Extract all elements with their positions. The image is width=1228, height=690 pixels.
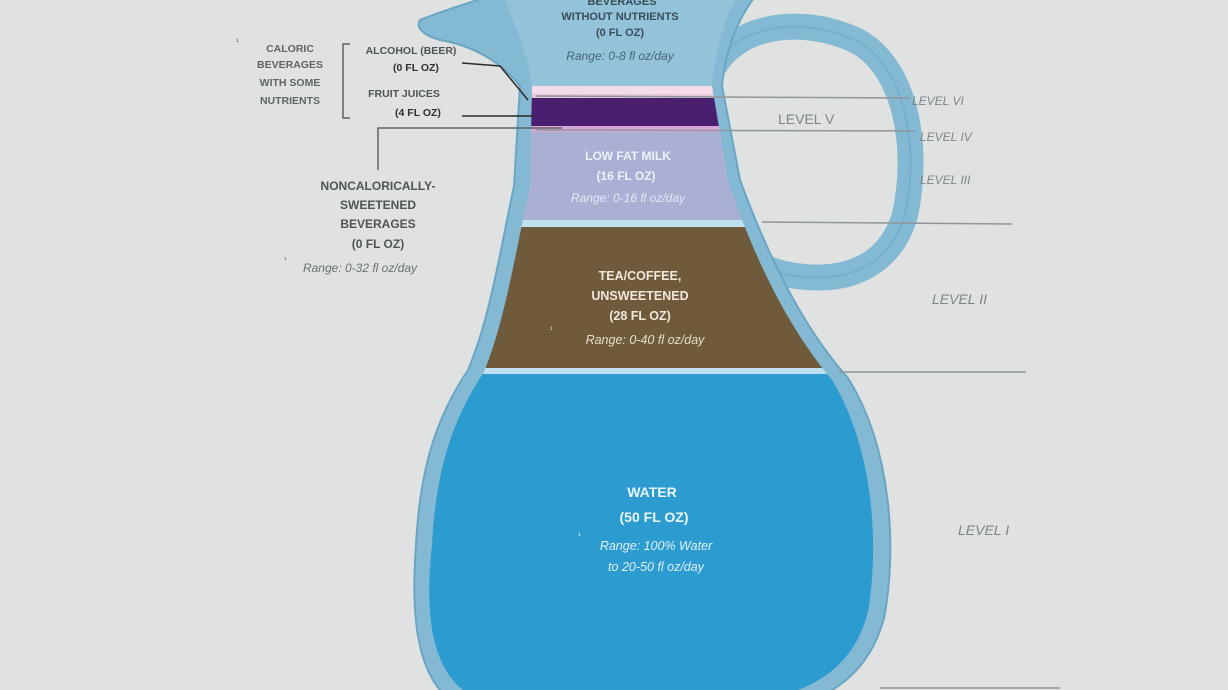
top-section-area [505, 0, 735, 86]
top-amount: (0 FL OZ) [596, 27, 644, 39]
level5-label: LEVEL V [778, 111, 835, 127]
juice-layer [429, 86, 874, 94]
caloric-marker: ¹ [236, 37, 239, 46]
water-range1: Range: 100% Water [600, 539, 713, 553]
alcohol-line2: (0 FL OZ) [393, 62, 439, 74]
caloric-line3: WITH SOME [260, 77, 321, 89]
noncaloric-range: Range: 0-32 fl oz/day [303, 261, 418, 275]
milk-line1: LOW FAT MILK [585, 149, 671, 163]
level3-label: LEVEL III [920, 173, 971, 187]
caloric-line1: CALORIC [266, 43, 314, 55]
level4-label: LEVEL IV [920, 130, 973, 144]
noncaloric-line3: BEVERAGES [340, 217, 415, 231]
tea-range: Range: 0-40 fl oz/day [586, 333, 706, 347]
noncaloric-leader [377, 127, 562, 170]
level4-line [535, 129, 916, 132]
level6-label: LEVEL VI [912, 94, 964, 108]
level1-label: LEVEL I [958, 522, 1009, 538]
tea-water-gap [429, 368, 874, 374]
water-layer [429, 374, 874, 690]
noncaloric-line1: NONCALORICALLY- [321, 179, 436, 193]
milk-range: Range: 0-16 fl oz/day [571, 191, 686, 205]
noncaloric-marker: ¹ [284, 255, 287, 264]
noncaloric-line2: SWEETENED [340, 198, 416, 212]
level2-label: LEVEL II [932, 291, 987, 307]
tea-line3: (28 FL OZ) [609, 309, 671, 323]
juice-line1: FRUIT JUICES [368, 88, 440, 100]
tea-marker: ¹ [550, 325, 553, 334]
pitcher-handle [699, 13, 924, 291]
caloric-bracket [342, 43, 350, 119]
water-range2: to 20-50 fl oz/day [608, 560, 705, 574]
level6-line [535, 95, 911, 99]
tea-line1: TEA/COFFEE, [599, 269, 682, 283]
noncaloric-layer [429, 126, 874, 132]
alcohol-leader [461, 62, 529, 101]
milk-line2: (16 FL OZ) [596, 169, 655, 183]
noncaloric-line4: (0 FL OZ) [352, 237, 404, 251]
juice-line2: (4 FL OZ) [395, 107, 441, 119]
caloric-line4: NUTRIENTS [260, 95, 320, 107]
water-line2: (50 FL OZ) [620, 509, 689, 525]
tea-line2: UNSWEETENED [591, 289, 688, 303]
top-title-line1: BEVERAGES [587, 0, 656, 8]
water-line1: WATER [627, 484, 677, 500]
water-marker: ¹ [578, 531, 581, 540]
top-range: Range: 0-8 fl oz/day [566, 49, 674, 63]
caloric-line2: BEVERAGES [257, 59, 323, 71]
alcohol-line1: ALCOHOL (BEER) [366, 45, 457, 57]
level3-line [761, 221, 1013, 225]
top-title-line2: WITHOUT NUTRIENTS [561, 11, 678, 23]
milk-tea-gap [429, 220, 874, 227]
